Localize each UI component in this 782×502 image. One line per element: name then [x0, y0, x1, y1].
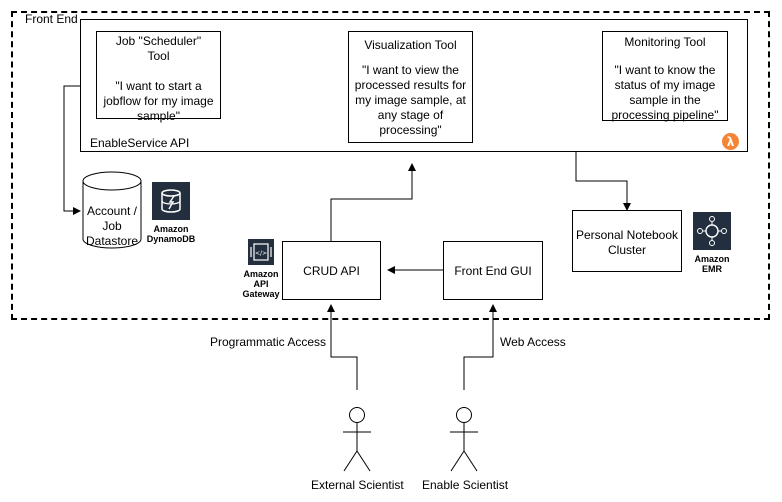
datastore-label: Account / Job Datastore	[85, 204, 139, 248]
external-scientist-icon	[340, 405, 374, 475]
visualization-tool-box: Visualization Tool "I want to view the p…	[348, 31, 473, 143]
monitoring-tool-quote: "I want to know the status of my image s…	[611, 63, 719, 122]
api-gateway-caption: Amazon API Gateway	[242, 269, 280, 299]
crud-to-viz-line	[330, 163, 416, 241]
programmatic-access-label: Programmatic Access	[210, 335, 327, 349]
svg-text:λ: λ	[727, 135, 735, 149]
monitoring-tool-box: Monitoring Tool "I want to know the stat…	[602, 31, 728, 122]
enable-scientist-label: Enable Scientist	[422, 478, 509, 492]
crud-api-box: CRUD API	[282, 241, 381, 300]
notebook-cluster-label: Personal Notebook Cluster	[575, 228, 679, 257]
crud-api-label: CRUD API	[303, 264, 360, 278]
frontend-gui-label: Front End GUI	[454, 264, 532, 278]
api-label: EnableService API	[90, 136, 190, 150]
datastore-cylinder	[82, 171, 142, 249]
lambda-icon: λ	[722, 133, 739, 150]
monitoring-tool-title: Monitoring Tool	[624, 35, 706, 49]
programmatic-access-line	[327, 304, 358, 390]
scheduler-tool-box: Job "Scheduler" Tool "I want to start a …	[96, 31, 221, 123]
scheduler-tool-quote: "I want to start a jobflow for my image …	[103, 79, 214, 123]
web-access-line	[463, 304, 497, 390]
dynamodb-caption: Amazon DynamoDB	[146, 224, 196, 244]
dynamodb-icon	[152, 182, 190, 220]
visualization-tool-quote: "I want to view the processed results fo…	[354, 63, 467, 137]
frontend-label: Front End	[25, 12, 78, 26]
scheduler-tool-title: Job "Scheduler" Tool	[115, 34, 202, 63]
enable-scientist-icon	[447, 405, 481, 475]
svg-text:</>: </>	[255, 250, 267, 257]
emr-icon	[693, 212, 731, 250]
external-scientist-label: External Scientist	[311, 478, 404, 492]
emr-caption: Amazon EMR	[694, 254, 730, 274]
frontend-gui-box: Front End GUI	[443, 241, 543, 300]
visualization-tool-title: Visualization Tool	[364, 38, 457, 52]
api-to-notebook-line	[575, 152, 631, 211]
frontend-boundary	[11, 11, 770, 320]
web-access-label: Web Access	[500, 335, 566, 349]
api-to-datastore-line	[63, 85, 81, 215]
api-gateway-icon: </>	[248, 239, 274, 265]
notebook-cluster-box: Personal Notebook Cluster	[572, 210, 682, 272]
